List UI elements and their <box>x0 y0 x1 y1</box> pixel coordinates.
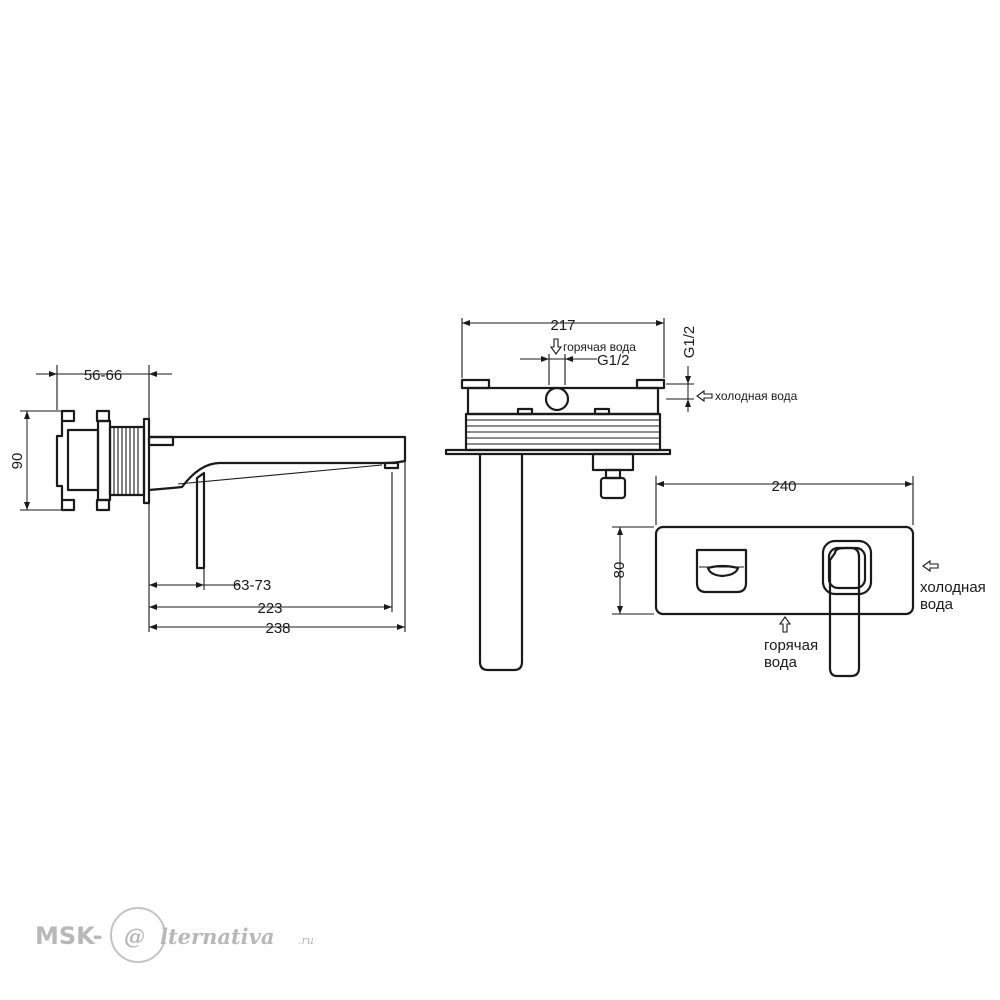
spout-aerator <box>383 461 400 470</box>
thread-side-label: G1/2 <box>681 326 698 359</box>
spout-underside <box>177 464 383 485</box>
side-view-faucet <box>55 409 407 632</box>
watermark-domain: .ru <box>298 934 314 947</box>
thread-top-label: G1/2 <box>597 352 630 369</box>
hot-arrow-front-icon <box>778 616 792 633</box>
hot-arrow-top-icon <box>549 338 563 355</box>
watermark-prefix: MSK- <box>35 922 103 950</box>
box-ribs <box>466 419 660 445</box>
dim-spout-223 <box>149 604 392 610</box>
hot-water-front-label-1: горячая <box>764 637 818 654</box>
cold-water-front-label-1: холодная <box>920 579 986 596</box>
inlet-hole <box>544 386 570 412</box>
dim-lever-label: 63-73 <box>233 577 271 594</box>
hot-water-front-label-2: вода <box>764 654 798 671</box>
box-lug-left <box>460 378 491 390</box>
spout-face <box>695 548 748 594</box>
cold-arrow-front-icon <box>922 559 939 573</box>
dim-height-side <box>20 410 62 511</box>
dim-thread-side <box>685 366 691 412</box>
watermark-at: @ <box>124 924 145 949</box>
lever-handle <box>828 546 861 678</box>
box-body-left <box>55 421 64 500</box>
spout-outlet <box>706 564 740 578</box>
box-body-core <box>66 428 100 492</box>
hot-water-top-label: горячая вода <box>563 340 636 354</box>
valve-stem-body <box>591 452 635 472</box>
spout-top-view <box>478 454 524 672</box>
box-lug-right <box>635 378 666 390</box>
cold-arrow-side-icon <box>696 389 713 403</box>
dim-plate-height <box>617 527 623 614</box>
box-body-right <box>96 419 112 502</box>
watermark-logo: MSK- @ lternativa .ru <box>35 907 314 963</box>
dim-box-width <box>462 320 664 326</box>
dim-depth-label: 56-66 <box>84 367 122 384</box>
valve-stem-neck <box>604 468 622 480</box>
cold-water-side-label: холодная вода <box>715 389 798 403</box>
front-plate <box>654 525 915 616</box>
box-body-top <box>466 386 660 416</box>
flange-top-left <box>60 409 76 423</box>
lever-side <box>195 471 206 570</box>
watermark-ring <box>110 907 166 963</box>
flange-bottom-right <box>95 498 111 512</box>
dim-223-label: 223 <box>257 600 282 617</box>
valve-stem-knob <box>599 476 627 500</box>
watermark-suffix: lternativa <box>160 924 274 949</box>
cold-water-front-label-2: вода <box>920 596 954 613</box>
dim-height-label: 90 <box>9 453 26 470</box>
flange-bottom-left <box>60 498 76 512</box>
sleeve-ribs <box>113 427 139 495</box>
dim-238-label: 238 <box>265 620 290 637</box>
dim-217-label: 217 <box>550 317 575 334</box>
dim-lever-range <box>149 582 240 588</box>
dim-plate-width <box>656 481 913 487</box>
dim-240-label: 240 <box>771 478 796 495</box>
wall-plate-top <box>444 448 672 456</box>
wall-plate-side <box>142 417 151 505</box>
front-view <box>612 476 915 678</box>
plate-boss <box>147 435 175 447</box>
dim-total-238 <box>149 624 405 630</box>
spout-profile <box>148 435 407 492</box>
flange-top-right <box>95 409 111 423</box>
box-view <box>444 318 694 672</box>
lever-base-outer <box>821 539 873 596</box>
dim-80-label: 80 <box>611 562 628 579</box>
dim-depth-range <box>36 365 172 418</box>
ribbed-sleeve <box>108 425 146 497</box>
dim-thread-top <box>520 356 597 362</box>
